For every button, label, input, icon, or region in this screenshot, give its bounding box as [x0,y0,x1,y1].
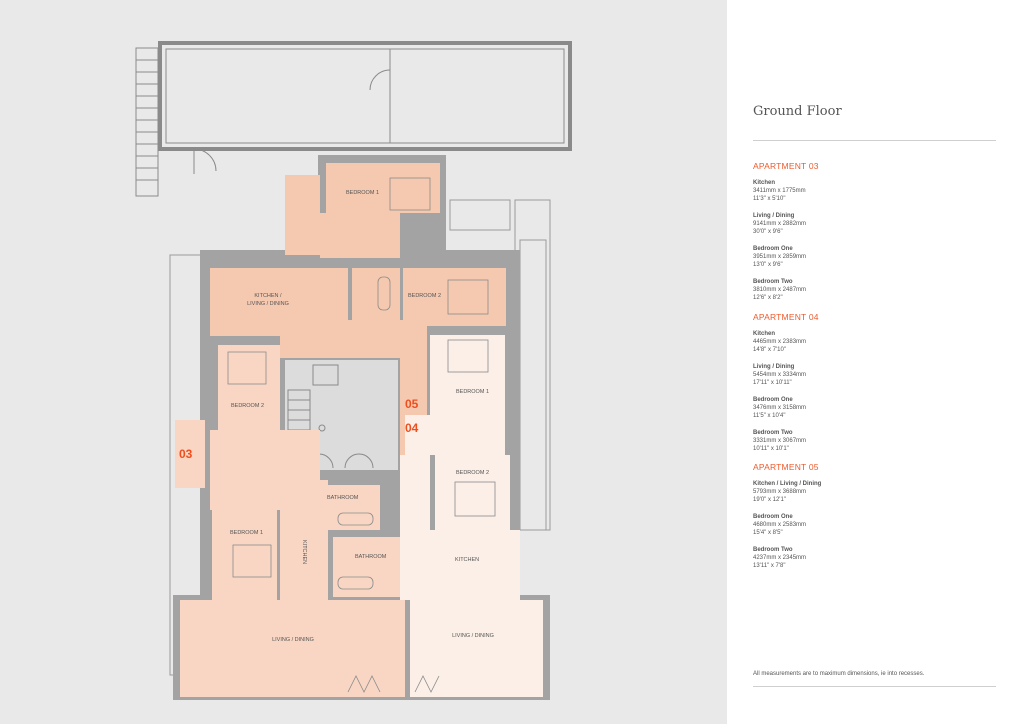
page-title: Ground Floor [753,104,842,119]
floor-plan: BEDROOM 1 KITCHEN / LIVING / DINING BEDR… [135,41,572,700]
label-a04-kitchen: KITCHEN [455,557,479,563]
apartment-03 [175,345,405,697]
label-a03-living: LIVING / DINING [272,637,314,643]
label-a05-kitchen-1: KITCHEN / [254,293,282,299]
label-a04-bedroom-1: BEDROOM 1 [456,389,489,395]
divider [753,140,996,141]
label-bathroom-a: BATHROOM [327,495,359,501]
furniture [227,177,496,693]
apartment-04 [400,335,543,697]
label-a04-living: LIVING / DINING [452,633,494,639]
label-a03-bedroom-2: BEDROOM 2 [231,403,264,409]
apartment-number-03: 03 [179,447,193,461]
apartment-heading: APARTMENT 04 [753,312,819,322]
apartment-number-04: 04 [405,421,419,435]
apartment-heading: APARTMENT 03 [753,161,819,171]
label-a04-bedroom-2: BEDROOM 2 [456,470,489,476]
apartment-heading: APARTMENT 05 [753,462,819,472]
external-stairs [135,47,159,197]
apartment-number-05: 05 [405,397,419,411]
label-a03-kitchen: KITCHEN [301,540,307,564]
label-a05-kitchen-2: LIVING / DINING [247,301,289,307]
label-a03-bedroom-1: BEDROOM 1 [230,530,263,536]
label-bathroom-b: BATHROOM [355,554,387,560]
divider [753,686,996,687]
outbuilding [158,41,572,174]
label-a05-bedroom-1: BEDROOM 1 [346,190,379,196]
measurement-note: All measurements are to maximum dimensio… [753,671,925,677]
label-a05-bedroom-2: BEDROOM 2 [408,293,441,299]
apartment-05 [210,163,506,455]
